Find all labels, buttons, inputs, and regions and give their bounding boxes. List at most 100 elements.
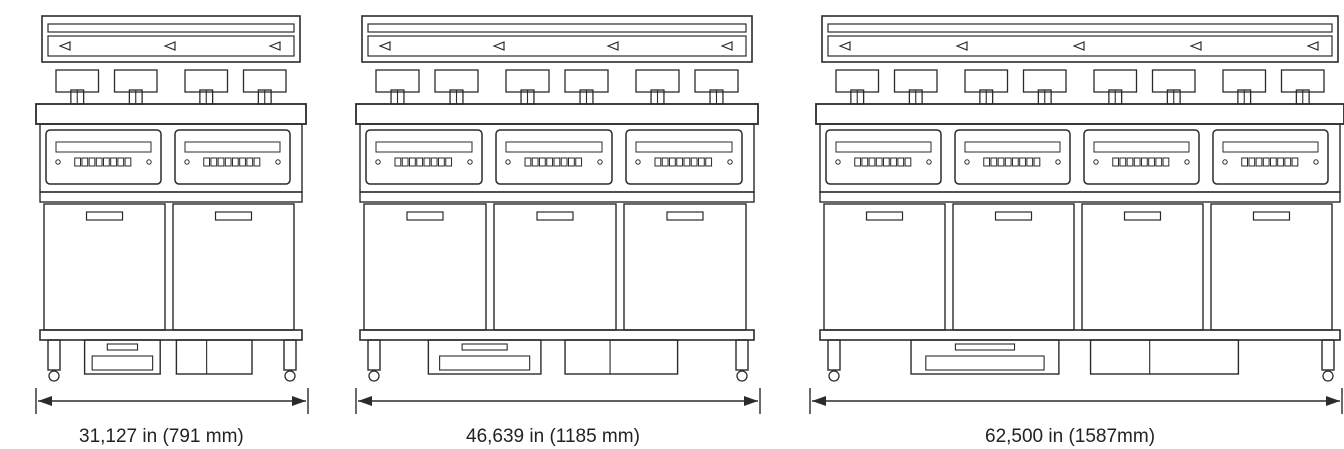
controller (1083, 129, 1200, 185)
dimension-label: 31,127 in (791 mm) (79, 426, 244, 447)
controller-led (55, 159, 61, 165)
flue-lid (367, 35, 747, 57)
cabinet-door (363, 203, 487, 331)
caster-wheel (736, 370, 748, 382)
controller-led (1055, 159, 1061, 165)
basket (835, 69, 880, 93)
filter-pan-handle (461, 343, 508, 351)
hook (1306, 41, 1319, 51)
controller-key (239, 157, 246, 167)
controller-key (861, 157, 869, 167)
dimension-label: 62,500 in (1587mm) (985, 426, 1156, 447)
controller (495, 129, 613, 185)
basket (1151, 69, 1196, 93)
filter-pan-body (439, 355, 531, 371)
controller-key (1148, 157, 1155, 167)
door-handle (536, 211, 574, 221)
controller-key (110, 157, 117, 167)
controller (365, 129, 483, 185)
controller-key (1255, 157, 1263, 167)
controller-key (117, 157, 125, 167)
controller-key (1012, 157, 1019, 167)
caster-wheel (828, 370, 840, 382)
controller-key (103, 157, 110, 167)
cabinet-door (1081, 203, 1204, 331)
hook (838, 41, 851, 51)
controller-key (524, 157, 532, 167)
basket (113, 69, 158, 93)
controller-key (705, 157, 713, 167)
filter-pump-box (175, 339, 253, 375)
controller-key (401, 157, 409, 167)
controller-key (1126, 157, 1134, 167)
fryer-drawing (35, 15, 307, 382)
filter-pan-handle (954, 343, 1016, 351)
controller-key (438, 157, 445, 167)
controller-led (1093, 159, 1099, 165)
controller-key (875, 157, 883, 167)
controller-key (124, 157, 132, 167)
cabinet-door (952, 203, 1075, 331)
controller-display (964, 141, 1061, 153)
controller-led (275, 159, 281, 165)
cabinet-door (823, 203, 946, 331)
flue-vent (827, 23, 1333, 33)
hook (163, 41, 176, 51)
controller-key (81, 157, 89, 167)
door-handle (666, 211, 704, 221)
caster-wheel (1322, 370, 1334, 382)
controller-led (964, 159, 970, 165)
cabinet-door (43, 203, 166, 331)
controller-key (1026, 157, 1034, 167)
controller-key (1033, 157, 1041, 167)
controller-key (423, 157, 431, 167)
controller-key (531, 157, 539, 167)
door-handle (865, 211, 904, 221)
controller-key (560, 157, 568, 167)
controller-led (1184, 159, 1190, 165)
controller-led (635, 159, 641, 165)
controller-key (1119, 157, 1127, 167)
filter-pump-box (1089, 339, 1240, 375)
controller-key (690, 157, 698, 167)
controller-key (669, 157, 676, 167)
controller-key (854, 157, 861, 167)
base-rail (39, 329, 303, 341)
caster-leg (367, 339, 381, 371)
kick-trim (39, 191, 303, 203)
flue-lid (827, 35, 1333, 57)
top-deck (815, 103, 1344, 125)
controller-key (983, 157, 990, 167)
caster-leg (735, 339, 749, 371)
basket (1280, 69, 1325, 93)
caster-wheel (368, 370, 380, 382)
filter-pan (427, 339, 542, 375)
filter-pan-body (925, 355, 1045, 371)
controller-key (661, 157, 669, 167)
controller (625, 129, 743, 185)
hook (1189, 41, 1202, 51)
caster-leg (47, 339, 61, 371)
dimension-arrow-left (812, 396, 826, 406)
controller-key (997, 157, 1005, 167)
filter-pan-body (91, 355, 154, 371)
controller-display (55, 141, 152, 153)
basket (893, 69, 938, 93)
controller-key (683, 157, 691, 167)
door-handle (1123, 211, 1162, 221)
controller-key (676, 157, 684, 167)
base-rail (819, 329, 1341, 341)
controller-led (1222, 159, 1228, 165)
hook (955, 41, 968, 51)
controller-key (246, 157, 254, 167)
basket (434, 69, 479, 93)
controller-key (88, 157, 96, 167)
hook (58, 41, 71, 51)
controller (174, 129, 291, 185)
door-handle (994, 211, 1033, 221)
flue-lid (47, 35, 295, 57)
controller-key (409, 157, 416, 167)
dimension-arrow-right (292, 396, 306, 406)
controller-key (990, 157, 998, 167)
controller-key (430, 157, 438, 167)
